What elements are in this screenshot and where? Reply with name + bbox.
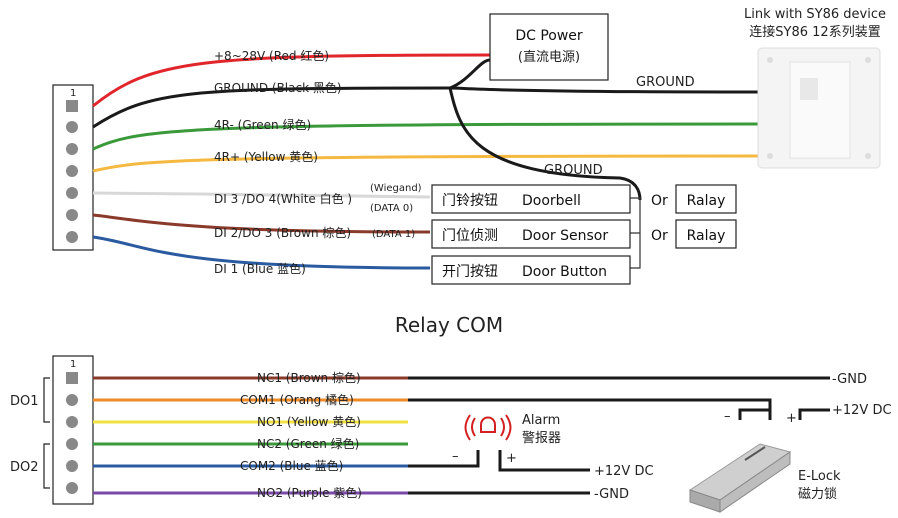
- label-nc1: NC1 (Brown 棕色): [257, 370, 361, 385]
- pin-1-square: [66, 100, 78, 112]
- gnd-label-1: -GND: [832, 372, 867, 387]
- label-com2: COM2 (Blue 蓝色): [240, 459, 343, 473]
- wire-green: [92, 122, 761, 151]
- door-sensor-cn: 门位侦测: [442, 228, 498, 244]
- connector-pin-1-label: 1: [70, 88, 76, 99]
- bottom-pin-2: [66, 394, 78, 406]
- wire-12v-to-lock: [798, 408, 830, 420]
- door-sensor-box: 门位侦测 Door Sensor: [431, 219, 631, 249]
- door-button-en: Door Button: [522, 264, 607, 280]
- bottom-pin-4: [66, 438, 78, 450]
- elock-label-en: E-Lock: [798, 469, 841, 484]
- label-green-wire: 4R- (Green 绿色): [214, 117, 311, 132]
- ground-label-top: GROUND: [636, 75, 695, 90]
- or-label-1: Or: [651, 193, 668, 209]
- do2-label: DO2: [10, 460, 39, 475]
- label-white-wire: DI 3 /DO 4(White 白色 ): [214, 191, 352, 206]
- wire-red: [92, 53, 491, 108]
- bottom-wire-labels: NC1 (Brown 棕色) COM1 (Orang 橘色) NO1 (Yell…: [240, 370, 362, 500]
- relay-box-2: Ralay: [675, 219, 737, 249]
- label-black-wire: GROUND (Black 黑色): [214, 81, 342, 95]
- wire-brown: [92, 213, 431, 234]
- label-no2: NO2 (Purple 紫色): [257, 486, 362, 500]
- ground-label-mid: GROUND: [544, 163, 603, 178]
- alarm-label-cn: 警报器: [522, 430, 561, 446]
- bottom-connector-pin-1-label: 1: [70, 359, 76, 370]
- bottom-wires: [93, 376, 408, 495]
- door-button-cn: 开门按钮: [442, 264, 498, 280]
- alarm-plus: +: [506, 451, 517, 466]
- relay-label-1: Ralay: [687, 193, 726, 209]
- bottom-connector: 1: [52, 355, 94, 505]
- elock-plus: +: [786, 411, 797, 426]
- wire-com1-to-lock: [408, 398, 772, 420]
- pin-3: [66, 143, 78, 155]
- ground-to-power: [449, 58, 491, 90]
- doorbell-box: 门铃按钮 Doorbell: [431, 184, 631, 214]
- ground-to-doorbell: [448, 87, 642, 201]
- v12-label-2: +12V DC: [594, 464, 654, 479]
- or-label-2: Or: [651, 228, 668, 244]
- label-data1: (DATA 1): [372, 229, 415, 240]
- top-connector: 1: [52, 84, 94, 251]
- dc-power-box: DC Power (直流电源): [489, 13, 609, 81]
- label-brown-wire: DI 2/DO 3 (Brown 棕色): [214, 225, 351, 240]
- elock-minus: –: [724, 409, 731, 424]
- label-com1: COM1 (Orang 橘色): [240, 392, 354, 407]
- relay-label-2: Ralay: [687, 228, 726, 244]
- relay-box-1: Ralay: [675, 184, 737, 214]
- pin-4: [66, 165, 78, 177]
- label-no1: NO1 (Yellow 黄色): [257, 415, 361, 429]
- wire-blue: [92, 235, 431, 270]
- bottom-pin-5: [66, 460, 78, 472]
- ground-branches: [448, 58, 642, 201]
- label-yellow-wire: 4R+ (Yellow 黄色): [214, 150, 318, 164]
- doorbell-en: Doorbell: [522, 193, 581, 209]
- pin-2: [66, 121, 78, 133]
- door-button-box: 开门按钮 Door Button: [431, 255, 631, 285]
- label-wiegand: (Wiegand): [370, 183, 422, 194]
- top-wire-labels: +8~28V (Red 红色) GROUND (Black 黑色) 4R- (G…: [214, 48, 422, 276]
- device-title-cn: 连接SY86 12系列装置: [749, 24, 880, 40]
- wire-alarm-to-12v: [498, 450, 590, 472]
- dc-power-subtitle: (直流电源): [518, 50, 580, 65]
- pin-6: [66, 209, 78, 221]
- pin-7: [66, 231, 78, 243]
- dc-power-title: DC Power: [515, 28, 583, 44]
- alarm-minus: –: [452, 449, 459, 464]
- bottom-pin-1-square: [66, 372, 78, 384]
- do1-label: DO1: [10, 394, 39, 409]
- wire-com2-to-alarm: [408, 450, 480, 468]
- relay-com-title: Relay COM: [395, 313, 503, 337]
- v12-label-1: +12V DC: [832, 403, 892, 418]
- elock-icon: [688, 443, 792, 513]
- top-wires: [92, 53, 761, 270]
- door-sensor-en: Door Sensor: [522, 228, 608, 244]
- label-red-wire: +8~28V (Red 红色): [214, 48, 329, 63]
- gnd-label-2: -GND: [594, 487, 629, 502]
- do-brackets: [43, 377, 50, 489]
- bottom-black-wires: [408, 376, 830, 495]
- ground-bus: [630, 197, 641, 269]
- wire-lock-minus: [738, 408, 770, 420]
- alarm-label-en: Alarm: [522, 413, 560, 428]
- sy86-device: Link with SY86 device 连接SY86 12系列装置: [744, 7, 886, 169]
- alarm-icon: [464, 414, 512, 441]
- doorbell-cn: 门铃按钮: [442, 193, 498, 209]
- label-blue-wire: DI 1 (Blue 蓝色): [214, 262, 306, 276]
- pin-5: [66, 187, 78, 199]
- wire-black: [92, 86, 761, 129]
- elock-label-cn: 磁力锁: [798, 486, 837, 502]
- label-nc2: NC2 (Green 绿色): [257, 436, 359, 451]
- wire-white: [92, 191, 431, 199]
- wire-yellow: [92, 154, 761, 173]
- label-data0: (DATA 0): [370, 203, 413, 214]
- bottom-pin-6: [66, 482, 78, 494]
- bottom-pin-3: [66, 416, 78, 428]
- device-title-en: Link with SY86 device: [744, 7, 886, 22]
